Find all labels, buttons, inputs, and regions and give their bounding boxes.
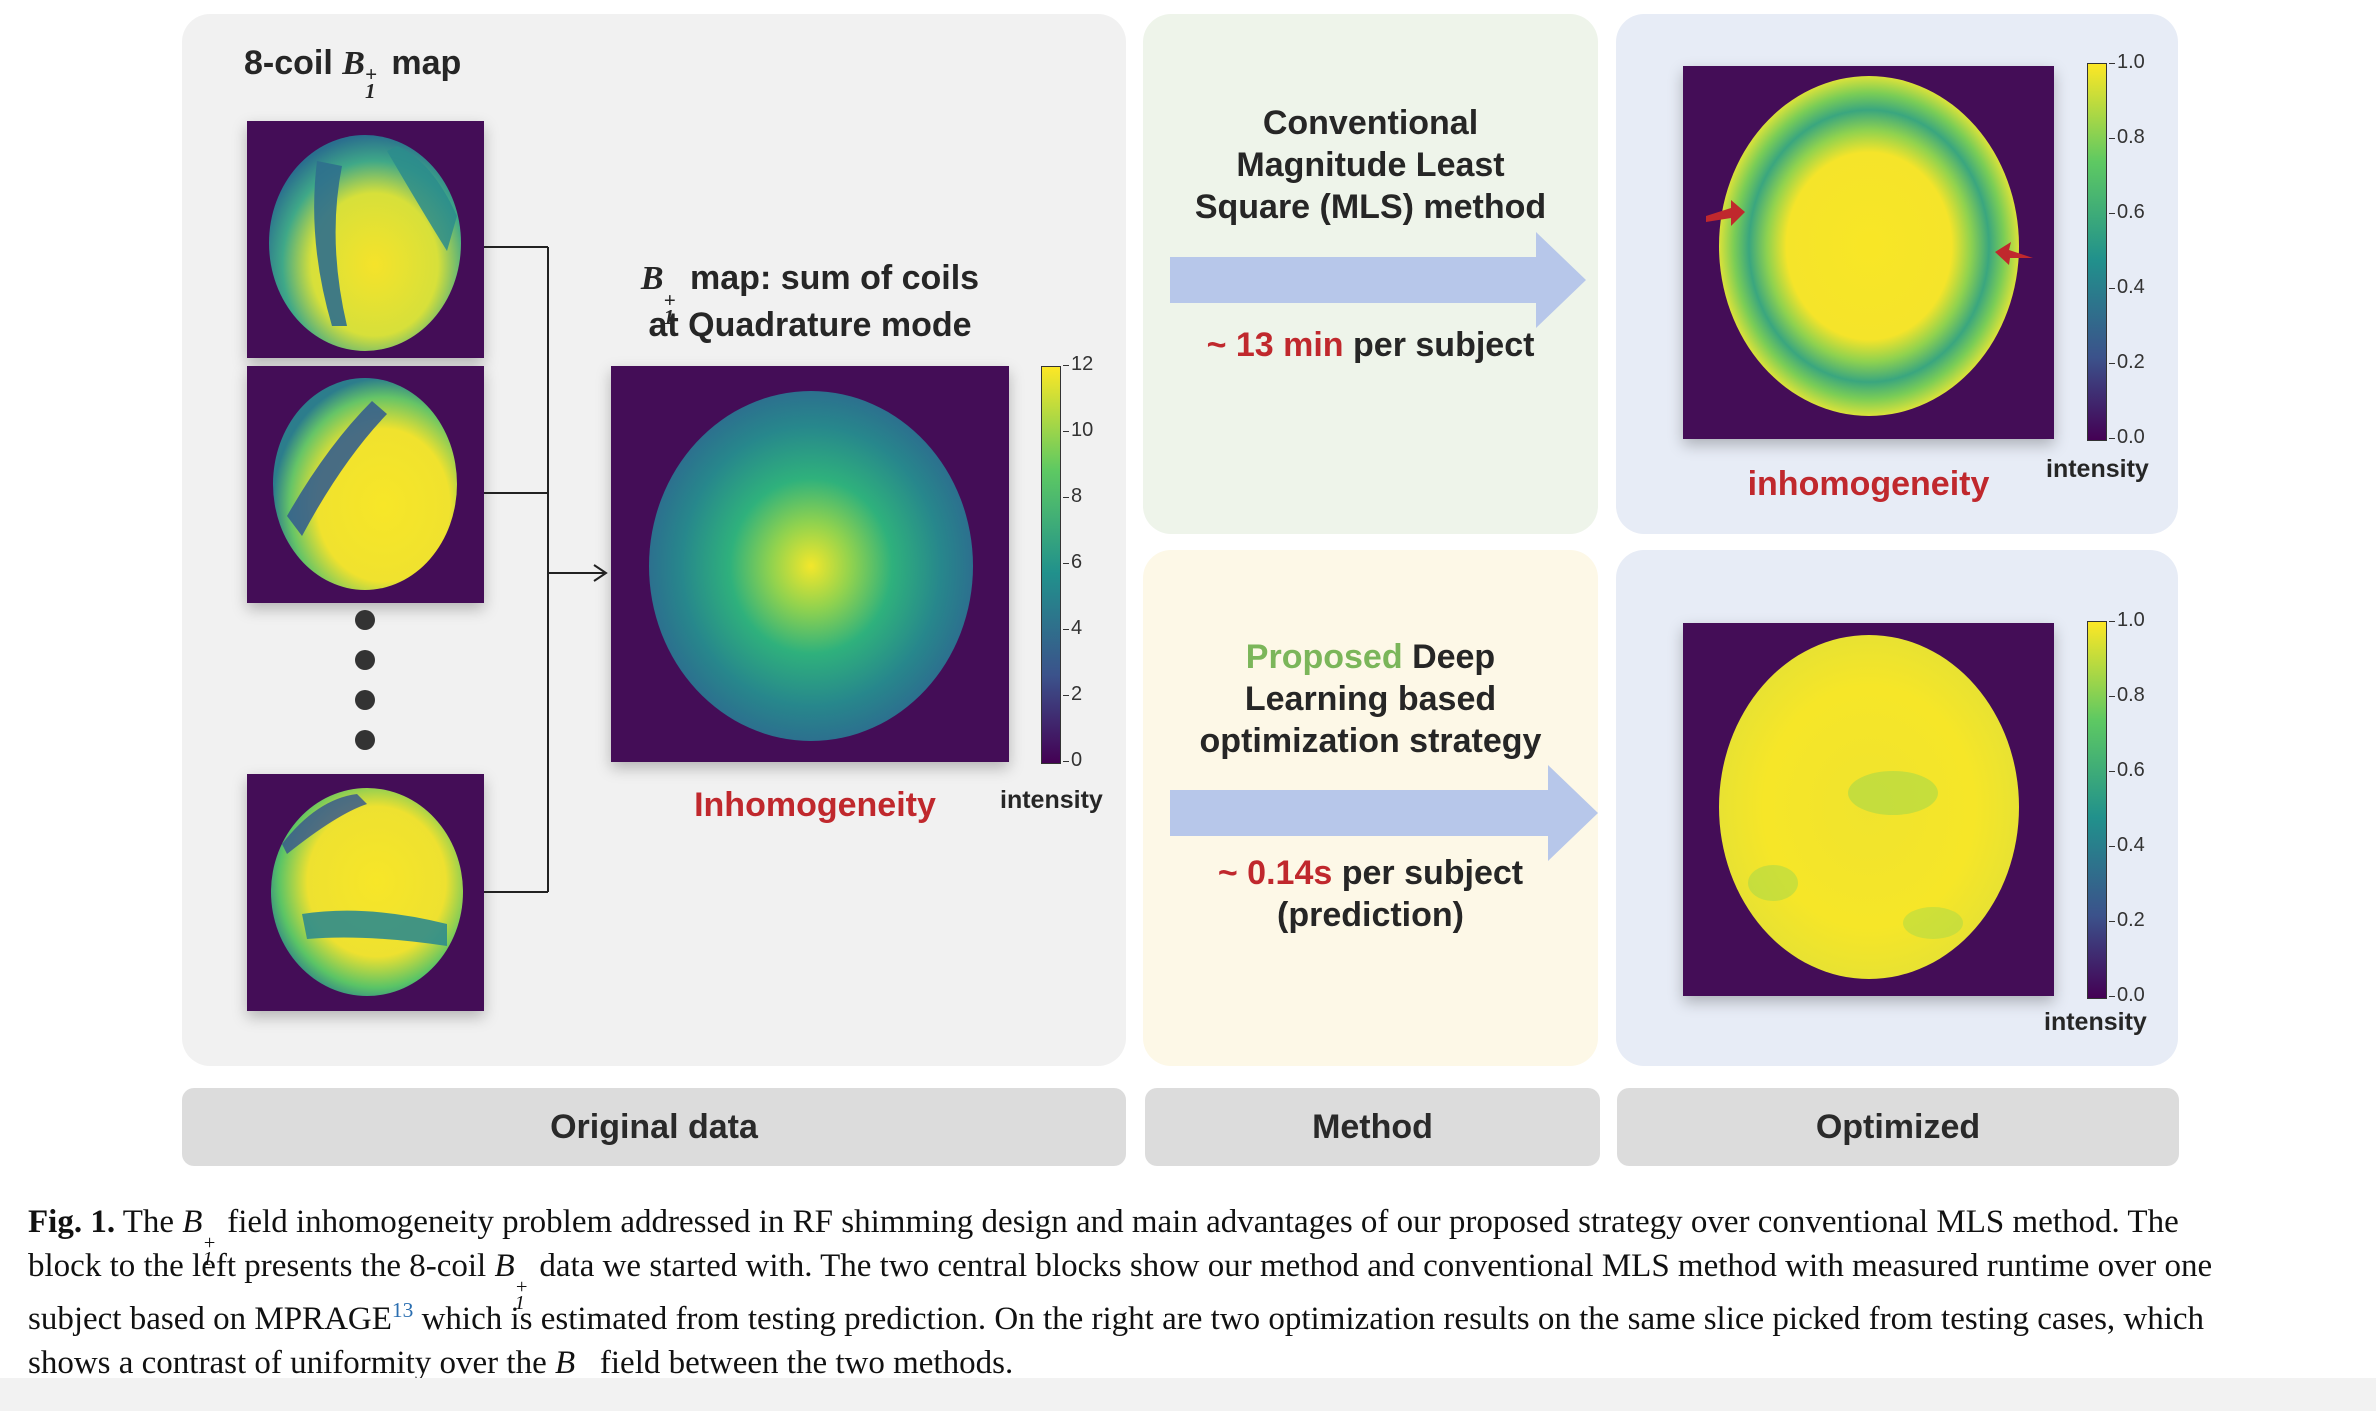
mls-arrow (1170, 232, 1586, 328)
colorbar-tick: 10 (1062, 419, 1094, 441)
colorbar-label: intensity (2044, 1008, 2147, 1036)
figure-label: Fig. 1. (28, 1204, 116, 1240)
footer-method: Method (1145, 1088, 1600, 1166)
colorbar-tick: 0.6 (2109, 201, 2145, 223)
colorbar-tick: 0.8 (2109, 126, 2145, 148)
colorbar-original (1041, 366, 1061, 764)
colorbar-tick: 0.0 (2109, 426, 2145, 448)
inhomogeneity-label-optimized: inhomogeneity (1747, 465, 1990, 503)
colorbar-tick: 12 (1062, 353, 1094, 375)
mls-runtime: ~ 13 min per subject (1206, 326, 1535, 364)
colorbar-optimized-bottom (2087, 621, 2107, 999)
colorbar-tick: 0.4 (2109, 834, 2145, 856)
colorbar-tick: 0.2 (2109, 909, 2145, 931)
coil-map-title: 8-coil B+1 map (244, 44, 462, 104)
page-bottom-strip (0, 1378, 2376, 1411)
coil-map-2 (247, 366, 484, 603)
mls-optimized-map (1683, 66, 2054, 439)
coil-connector (484, 246, 608, 893)
colorbar-label: intensity (1000, 786, 1103, 814)
colorbar-tick: 0.4 (2109, 276, 2145, 298)
sum-map (611, 366, 1009, 762)
dl-arrow (1170, 765, 1598, 861)
colorbar-label: intensity (2046, 455, 2149, 483)
colorbar-tick: 6 (1062, 551, 1083, 573)
ellipsis-dot (355, 650, 375, 670)
mls-method-title: Conventional Magnitude Least Square (MLS… (1194, 104, 1547, 226)
colorbar-tick: 1.0 (2109, 609, 2145, 631)
colorbar-optimized-top (2087, 63, 2107, 441)
ellipsis-dot (355, 730, 375, 750)
footer-optimized: Optimized (1617, 1088, 2179, 1166)
colorbar-tick: 0.8 (2109, 684, 2145, 706)
dl-method-title: Proposed Deep Learning based optimizatio… (1199, 638, 1542, 760)
ellipsis-dot (355, 610, 375, 630)
dl-optimized-map (1683, 623, 2054, 996)
inhomogeneity-label: Inhomogeneity (694, 786, 936, 824)
reference-link[interactable]: 13 (391, 1298, 414, 1322)
colorbar-tick: 2 (1062, 683, 1083, 705)
figure-caption: Fig. 1. The B+1 field inhomogeneity prob… (28, 1204, 2213, 1411)
sum-map-title: B+1 map: sum of coils at Quadrature mode (640, 259, 980, 344)
colorbar-tick: 4 (1062, 617, 1083, 639)
colorbar-tick: 8 (1062, 485, 1083, 507)
ellipsis-dot (355, 690, 375, 710)
footer-original-data: Original data (182, 1088, 1126, 1166)
colorbar-tick: 0.6 (2109, 759, 2145, 781)
colorbar-tick: 0.2 (2109, 351, 2145, 373)
dl-runtime: ~ 0.14s per subject (prediction) (1217, 854, 1524, 934)
coil-map-1 (247, 121, 484, 358)
coil-map-8 (247, 774, 484, 1011)
colorbar-tick: 0.0 (2109, 984, 2145, 1006)
colorbar-tick: 0 (1062, 749, 1083, 771)
colorbar-tick: 1.0 (2109, 51, 2145, 73)
